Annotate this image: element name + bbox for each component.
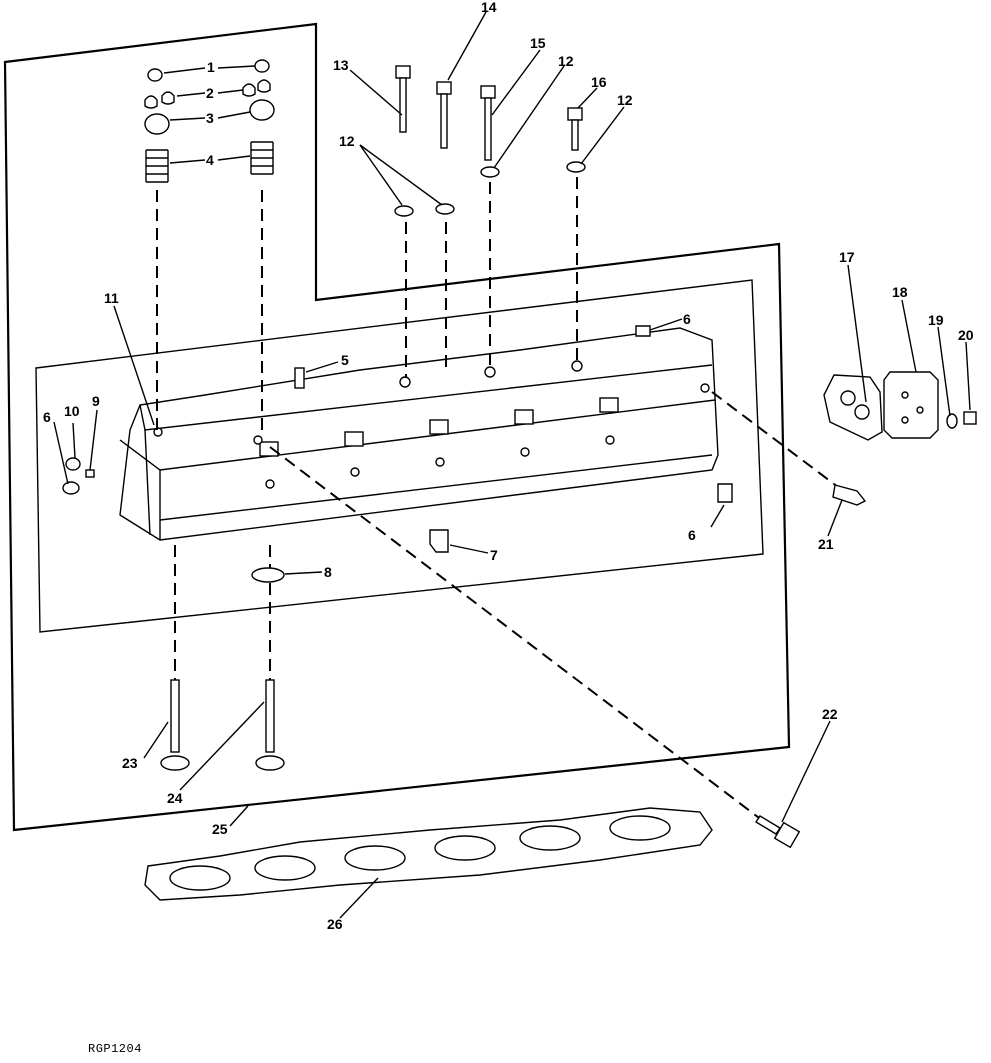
inner-head-frame xyxy=(35,279,764,633)
callout-16: 16 xyxy=(591,74,607,90)
callout-6-left: 6 xyxy=(43,409,51,425)
cap-screws xyxy=(395,65,583,161)
callout-labels: 1 2 3 4 5 6 6 6 7 8 9 10 11 12 12 12 13 … xyxy=(43,0,974,932)
callout-12-left: 12 xyxy=(339,133,355,149)
outer-group-frame xyxy=(3,22,791,832)
spring-caps xyxy=(144,99,275,135)
valve-keepers xyxy=(147,59,270,82)
callout-9: 9 xyxy=(92,393,100,409)
callout-11: 11 xyxy=(104,290,119,306)
small-fittings xyxy=(62,325,733,583)
callout-6-top: 6 xyxy=(683,311,691,327)
callout-12-right: 12 xyxy=(617,92,633,108)
callout-1: 1 xyxy=(207,59,215,75)
callout-17: 17 xyxy=(839,249,855,265)
callout-12-mid: 12 xyxy=(558,53,574,69)
callout-15: 15 xyxy=(530,35,546,51)
callout-6-right: 6 xyxy=(688,527,696,543)
callout-3: 3 xyxy=(206,110,214,126)
assembly-lines xyxy=(156,177,839,831)
leader-lines xyxy=(53,11,971,919)
callout-10: 10 xyxy=(64,403,80,419)
callout-14: 14 xyxy=(481,0,497,15)
callout-2: 2 xyxy=(206,85,214,101)
callout-13: 13 xyxy=(333,57,349,73)
callout-7: 7 xyxy=(490,547,498,563)
callout-4: 4 xyxy=(206,152,214,168)
callout-24: 24 xyxy=(167,790,183,806)
washers xyxy=(394,161,586,217)
callout-19: 19 xyxy=(928,312,944,328)
callout-8: 8 xyxy=(324,564,332,580)
head-gasket xyxy=(144,807,713,901)
callout-25: 25 xyxy=(212,821,228,837)
callout-18: 18 xyxy=(892,284,908,300)
valves xyxy=(160,679,285,771)
callout-23: 23 xyxy=(122,755,138,771)
callout-20: 20 xyxy=(958,327,974,343)
callout-22: 22 xyxy=(822,706,838,722)
callout-21: 21 xyxy=(818,536,834,552)
valve-locks xyxy=(144,79,271,109)
long-cap-screw xyxy=(755,815,801,849)
callout-26: 26 xyxy=(327,916,343,932)
figure-reference-code: RGP1204 xyxy=(88,1042,142,1056)
side-cover-parts xyxy=(823,371,977,506)
callout-5: 5 xyxy=(341,352,349,368)
valve-springs xyxy=(145,141,274,183)
cylinder-head xyxy=(119,327,719,541)
